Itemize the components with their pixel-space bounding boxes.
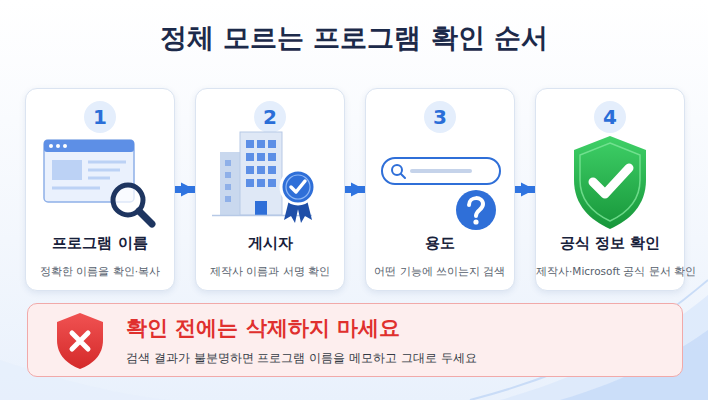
step-number: 4 xyxy=(594,101,626,133)
browser-magnifier-icon-part xyxy=(56,144,60,148)
step-description: 정확한 이름을 확인·복사 xyxy=(26,265,174,279)
search-question-icon xyxy=(382,158,500,230)
building-badge-icon-part xyxy=(268,166,276,174)
building-badge-icon-part xyxy=(246,153,254,161)
building-badge-icon-part xyxy=(246,179,254,187)
check-shield-icon-part xyxy=(580,143,640,221)
browser-magnifier-icon-part xyxy=(88,161,126,164)
warning-text: 검색 결과가 불분명하면 프로그램 이름을 메모하고 그대로 두세요 xyxy=(126,350,477,367)
search-question-icon-part xyxy=(392,165,402,175)
building-badge-icon-part xyxy=(255,201,267,215)
warning-box: 확인 전에는 삭제하지 마세요검색 결과가 불분명하면 프로그램 이름을 메모하… xyxy=(27,303,683,377)
browser-magnifier-icon-part xyxy=(88,169,120,172)
building-badge-icon-part xyxy=(212,215,312,217)
warning-title: 확인 전에는 삭제하지 마세요 xyxy=(126,314,400,342)
search-question-icon-part xyxy=(412,169,470,173)
browser-magnifier-icon-part xyxy=(63,144,67,148)
step-number: 2 xyxy=(254,101,286,133)
building-badge-icon-part xyxy=(268,179,276,187)
diagram-title: 정체 모르는 프로그램 확인 순서 xyxy=(0,20,708,56)
flow-arrow xyxy=(175,186,195,193)
check-shield-icon-part xyxy=(574,136,646,229)
building-badge-icon-part xyxy=(240,132,282,215)
step-title: 공식 정보 확인 xyxy=(536,234,684,253)
building-badge-icon-part xyxy=(225,184,231,190)
building-badge-icon-part xyxy=(257,153,265,161)
building-badge-icon-part xyxy=(291,181,305,192)
browser-magnifier-icon xyxy=(44,140,152,224)
building-badge-icon-part xyxy=(257,166,265,174)
check-shield-icon-part xyxy=(593,168,629,194)
flow-arrow xyxy=(345,186,365,193)
search-question-icon-part xyxy=(456,190,496,230)
step-card: 4 공식 정보 확인제작사·Microsoft 공식 문서 확인 xyxy=(535,88,685,291)
building-badge-icon-part xyxy=(257,140,265,148)
building-badge-icon-part xyxy=(268,153,276,161)
step-title: 게시자 xyxy=(196,234,344,253)
check-shield-icon xyxy=(574,136,646,229)
step-description: 어떤 기능에 쓰이는지 검색 xyxy=(366,265,514,279)
building-badge-icon-part xyxy=(220,152,244,215)
step-title: 용도 xyxy=(366,234,514,253)
step-card: 3 용도어떤 기능에 쓰이는지 검색 xyxy=(365,88,515,291)
building-badge-icon-part xyxy=(281,170,315,204)
building-badge-icon xyxy=(212,132,315,223)
building-badge-icon-part xyxy=(225,196,231,202)
step-title: 프로그램 이름 xyxy=(26,234,174,253)
browser-magnifier-icon-part xyxy=(49,144,53,148)
building-badge-icon-part xyxy=(296,196,312,223)
search-question-icon-part xyxy=(382,158,500,184)
connector-layer xyxy=(175,189,535,190)
flow-arrow xyxy=(515,186,535,193)
building-badge-icon-part xyxy=(225,160,231,166)
background-swoosh xyxy=(0,280,708,400)
browser-magnifier-icon-part xyxy=(52,187,100,190)
step-card: 2 게시자제작사 이름과 서명 확인 xyxy=(195,88,345,291)
step-card: 1 프로그램 이름정확한 이름을 확인·복사 xyxy=(25,88,175,291)
search-question-icon-part xyxy=(401,174,405,178)
step-number: 1 xyxy=(84,101,116,133)
browser-magnifier-icon-part xyxy=(44,140,134,202)
browser-magnifier-icon-part xyxy=(88,177,110,180)
building-badge-icon-part xyxy=(246,140,254,148)
search-question-icon-part xyxy=(473,219,478,224)
step-number: 3 xyxy=(424,101,456,133)
browser-magnifier-icon-part xyxy=(139,211,152,224)
search-question-icon-part xyxy=(469,198,483,216)
building-badge-icon-part xyxy=(268,140,276,148)
warning-shield-icon-part xyxy=(72,333,88,349)
building-badge-icon-part xyxy=(257,179,265,187)
browser-magnifier-icon-part xyxy=(52,160,82,180)
step-description: 제작사·Microsoft 공식 문서 확인 xyxy=(536,265,684,279)
warning-shield-icon xyxy=(57,313,103,369)
step-description: 제작사 이름과 서명 확인 xyxy=(196,265,344,279)
browser-magnifier-icon-part xyxy=(44,140,134,152)
building-badge-icon-part xyxy=(286,175,310,199)
browser-magnifier-icon-part xyxy=(113,185,143,215)
warning-shield-icon-part xyxy=(57,313,103,369)
building-badge-icon-part xyxy=(284,196,300,223)
building-badge-icon-part xyxy=(246,166,254,174)
building-badge-icon-part xyxy=(225,172,231,178)
